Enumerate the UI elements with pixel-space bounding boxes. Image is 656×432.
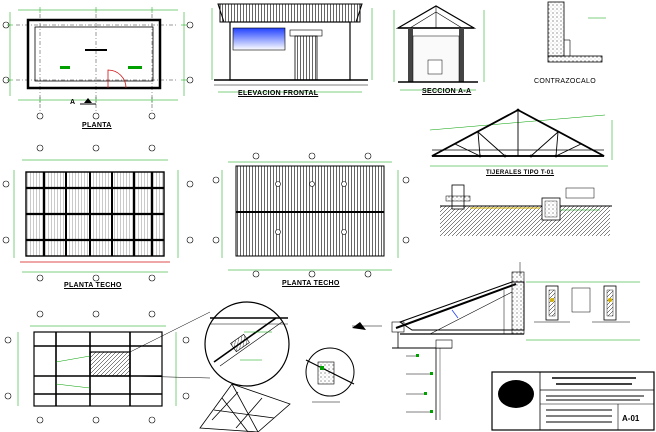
truss-isometric — [199, 383, 291, 432]
floor-plan — [2, 7, 194, 120]
ceiling-plan — [4, 310, 211, 424]
eave-section — [352, 262, 525, 420]
roof-joint-detail — [204, 301, 290, 387]
truss-title: TIJERALES TIPO T-01 — [486, 170, 555, 176]
section-cut-mark: A — [70, 99, 76, 106]
section-title: SECCION A-A — [422, 88, 472, 95]
sheet-number: A-01 — [622, 414, 640, 423]
roof-framing-title: PLANTA TECHO — [64, 282, 122, 289]
truss-detail — [429, 108, 613, 167]
section-a-a — [393, 5, 485, 91]
baseboard-detail — [547, 1, 606, 63]
anchor-detail — [305, 347, 355, 403]
front-elevation-title: ELEVACION FRONTAL — [238, 90, 319, 97]
baseboard-title: CONTRAZOCALO — [534, 78, 596, 85]
roof-framing-plan — [2, 144, 194, 282]
roof-plan — [212, 152, 410, 278]
title-block — [491, 371, 655, 431]
floor-plan-title: PLANTA — [82, 122, 112, 129]
foundation-detail — [440, 184, 612, 236]
connection-details — [526, 281, 640, 341]
roof-plan-title: PLANTA TECHO — [282, 280, 340, 287]
front-elevation — [211, 3, 373, 93]
